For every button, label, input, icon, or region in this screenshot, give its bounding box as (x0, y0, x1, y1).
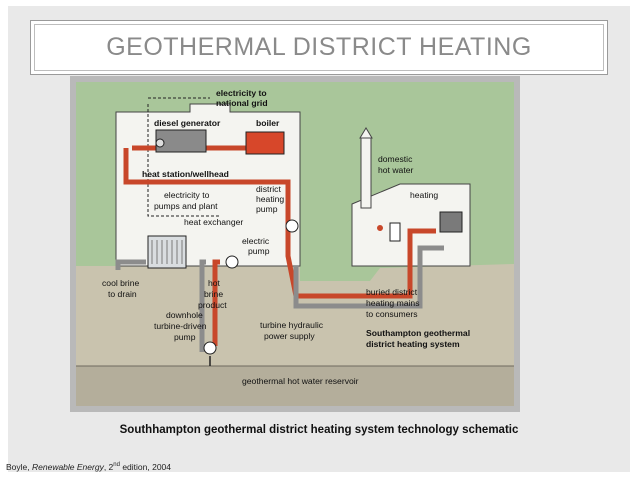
label-electricity-pumps-2: pumps and plant (154, 201, 218, 211)
label-electric-pump-2: pump (248, 246, 270, 256)
label-electricity-pumps-1: electricity to (164, 190, 210, 200)
label-buried-3: to consumers (366, 309, 418, 319)
label-electricity-grid-1: electricity to (216, 88, 267, 98)
slide-title: GEOTHERMAL DISTRICT HEATING (106, 33, 532, 61)
downhole-pump (203, 341, 217, 355)
district-heating-pump (285, 219, 299, 233)
label-hot-brine-2: brine (204, 289, 223, 299)
label-hot-brine-1: hot (208, 278, 221, 288)
boiler (245, 131, 285, 155)
electricity-dashed-line (147, 104, 220, 217)
label-electric-pump-1: electric (242, 236, 270, 246)
generator-wheel (155, 138, 165, 148)
label-heating: heating (410, 190, 438, 200)
citation-edition-number: , 2 (103, 462, 114, 472)
tap (377, 225, 383, 231)
label-electricity-grid-2: national grid (216, 98, 268, 108)
label-domestic-2: hot water (378, 165, 413, 175)
label-domestic-1: domestic (378, 154, 413, 164)
citation: Boyle, Renewable Energy, 2nd edition, 20… (6, 462, 171, 472)
schematic-diagram: electricity to national grid diesel gene… (70, 76, 520, 412)
reservoir-layer (76, 366, 514, 406)
label-turbine-hydraulic-2: power supply (264, 331, 315, 341)
label-buried-1: buried district (366, 287, 418, 297)
heat-exchanger-coil (151, 240, 183, 264)
electric-pump (225, 255, 239, 269)
citation-author: Boyle, (6, 462, 32, 472)
label-turbine-hydraulic-1: turbine hydraulic (260, 320, 324, 330)
title-inner-border (34, 24, 604, 71)
citation-rest: edition, 2004 (119, 462, 172, 472)
citation-book: Renewable Energy (32, 462, 104, 472)
label-downhole-1: downhole (166, 310, 203, 320)
label-district-pump-3: pump (256, 204, 278, 214)
label-cool-brine-2: to drain (108, 289, 137, 299)
heating-radiator (439, 211, 463, 233)
title-box: GEOTHERMAL DISTRICT HEATING (30, 20, 608, 75)
label-downhole-2: turbine-driven (154, 321, 207, 331)
label-cool-brine-1: cool brine (102, 278, 139, 288)
cool-pipes (115, 245, 444, 352)
label-boiler: boiler (256, 118, 280, 128)
label-heat-exchanger: heat exchanger (184, 217, 243, 227)
label-reservoir: geothermal hot water reservoir (242, 376, 359, 386)
citation-edition-suffix: nd (113, 462, 120, 469)
tower-top (359, 127, 373, 139)
label-district-pump-1: district (256, 184, 281, 194)
label-hot-brine-3: product (198, 300, 227, 310)
label-system-title-2: district heating system (366, 339, 460, 349)
figure-caption: Southhampton geothermal district heating… (119, 424, 519, 436)
hot-water-cylinder (389, 222, 401, 242)
label-district-pump-2: heating (256, 194, 284, 204)
label-system-title-1: Southampton geothermal (366, 328, 470, 338)
label-diesel-generator: diesel generator (154, 118, 221, 128)
tower (360, 137, 372, 209)
label-buried-2: heating mains (366, 298, 420, 308)
label-downhole-3: pump (174, 332, 196, 342)
schematic-figure: electricity to national grid diesel gene… (70, 76, 520, 412)
label-heat-station: heat station/wellhead (142, 169, 229, 179)
